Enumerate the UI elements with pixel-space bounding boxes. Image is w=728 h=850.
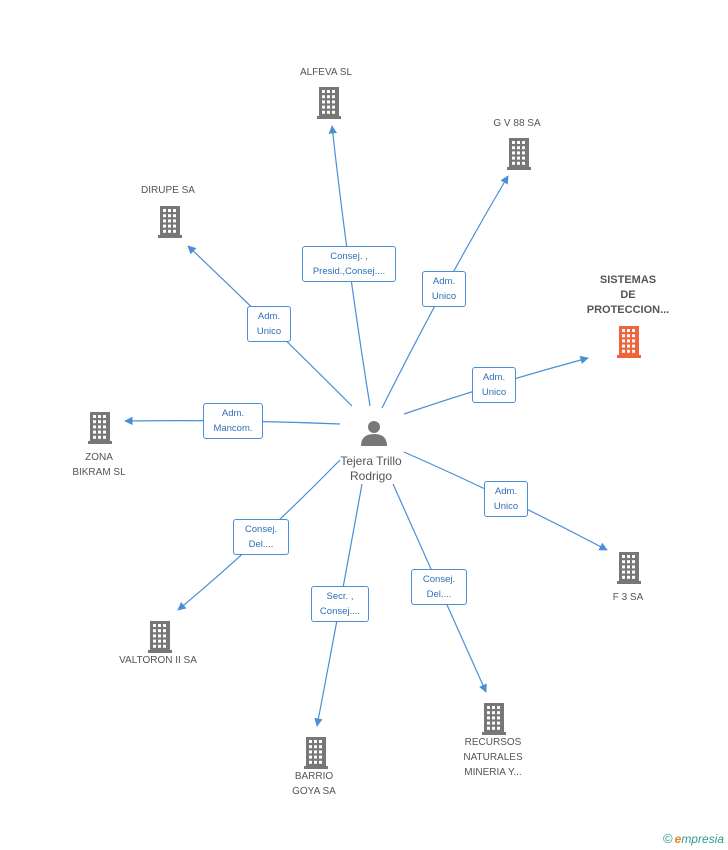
company-label-gv88[interactable]: G V 88 SA xyxy=(493,118,541,129)
company-label-zona[interactable]: ZONA BIKRAM SL xyxy=(72,452,126,478)
edge-label-f3[interactable]: Adm. Unico xyxy=(484,481,528,517)
building-icon[interactable] xyxy=(317,87,341,119)
company-label-recursos[interactable]: RECURSOS NATURALES MINERIA Y... xyxy=(463,737,523,778)
building-icon[interactable] xyxy=(482,703,506,735)
building-icon[interactable] xyxy=(617,552,641,584)
edge-label-valtoron[interactable]: Consej. Del.... xyxy=(233,519,289,555)
building-icon[interactable] xyxy=(304,737,328,769)
edge-label-recursos[interactable]: Consej. Del.... xyxy=(411,569,467,605)
brand-name: mpresia xyxy=(681,832,724,846)
person-icon[interactable] xyxy=(361,421,387,446)
edge-label-zona[interactable]: Adm. Mancom. xyxy=(203,403,263,439)
edge-label-gv88[interactable]: Adm. Unico xyxy=(422,271,466,307)
building-icon[interactable] xyxy=(158,206,182,238)
company-label-barrio[interactable]: BARRIO GOYA SA xyxy=(292,771,336,797)
watermark: ©empresia xyxy=(663,831,724,846)
company-label-valtoron[interactable]: VALTORON II SA xyxy=(119,655,197,666)
building-icon[interactable] xyxy=(148,621,172,653)
copyright-symbol: © xyxy=(663,831,673,846)
icons-layer xyxy=(88,87,641,769)
edge-label-dirupe[interactable]: Adm. Unico xyxy=(247,306,291,342)
building-icon[interactable] xyxy=(507,138,531,170)
company-label-dirupe[interactable]: DIRUPE SA xyxy=(141,185,195,196)
building-icon[interactable] xyxy=(617,326,641,358)
company-label-alfeva[interactable]: ALFEVA SL xyxy=(299,67,353,78)
edge-label-barrio[interactable]: Secr. , Consej.... xyxy=(311,586,369,622)
edge-label-sistemas[interactable]: Adm. Unico xyxy=(472,367,516,403)
brand-initial: e xyxy=(674,832,682,846)
center-person-label[interactable]: Tejera Trillo Rodrigo xyxy=(340,454,402,483)
edges-layer xyxy=(124,125,608,727)
company-label-f3[interactable]: F 3 SA xyxy=(612,592,644,603)
company-label-sistemas[interactable]: SISTEMAS DE PROTECCION... xyxy=(586,274,670,316)
edge-label-alfeva[interactable]: Consej. , Presid.,Consej.... xyxy=(302,246,396,282)
building-icon[interactable] xyxy=(88,412,112,444)
